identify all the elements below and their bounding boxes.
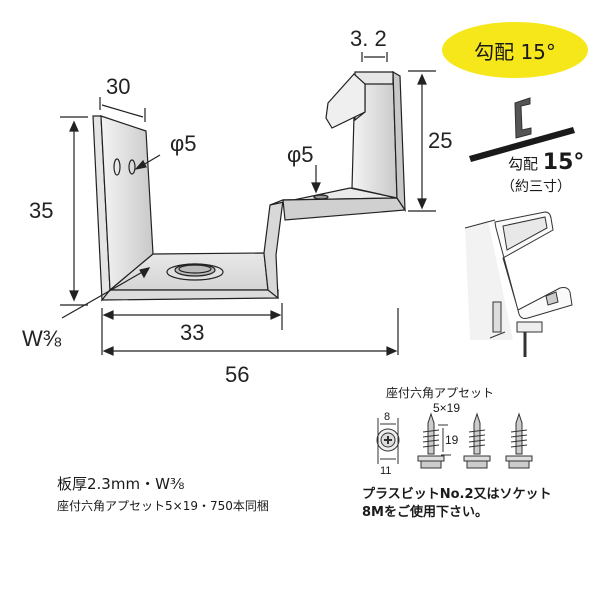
bracket-left-flange [92, 115, 154, 302]
bracket-hook [325, 70, 406, 213]
bracket-base [100, 252, 279, 301]
installed-illustration [464, 211, 573, 357]
slope-inset-value: 15° [542, 150, 585, 175]
slope-inset-sublabel: （約三寸） [501, 179, 571, 195]
dim-bottom-inner: 33 [180, 320, 205, 345]
screw-set-size: 5×19 [433, 401, 461, 415]
bracket-step [263, 187, 407, 300]
screw-note: プラスビットNo.2又はソケット 8Mをご使用下さい。 [362, 486, 552, 522]
screw-head-bottom: 11 [380, 465, 392, 477]
dim-flange-width: 30 [106, 74, 131, 99]
spec-thickness: 板厚2.3mm・W⅜ [57, 475, 185, 493]
screw-note-line1: プラスビットNo.2又はソケット [362, 487, 552, 502]
slope-badge: 勾配 15° [442, 22, 588, 78]
screw-note-line2: 8Mをご使用下さい。 [362, 505, 488, 520]
dimension-lines [60, 52, 436, 356]
screw-head-top: 8 [384, 411, 391, 423]
spec-included: 座付六角アプセット5×19・750本同梱 [57, 499, 269, 513]
dim-hole-left: φ5 [170, 131, 197, 156]
screw-length: 19 [445, 433, 459, 447]
dim-nut-size: W⅜ [22, 326, 62, 351]
screw-set-title: 座付六角アプセット [386, 386, 495, 400]
slope-inset-prefix: 勾配 [508, 155, 539, 173]
slope-badge-label: 勾配 15° [474, 39, 556, 64]
dim-hole-right: φ5 [287, 142, 314, 167]
dim-top-width: 3. 2 [350, 26, 387, 51]
dim-height-left: 35 [29, 198, 54, 223]
screw-illustrations [376, 412, 533, 469]
slope-inset-label: 勾配 15° [508, 150, 584, 175]
dim-height-right: 25 [428, 128, 453, 153]
dim-total-width: 56 [225, 362, 250, 387]
slope-inset [469, 97, 575, 162]
